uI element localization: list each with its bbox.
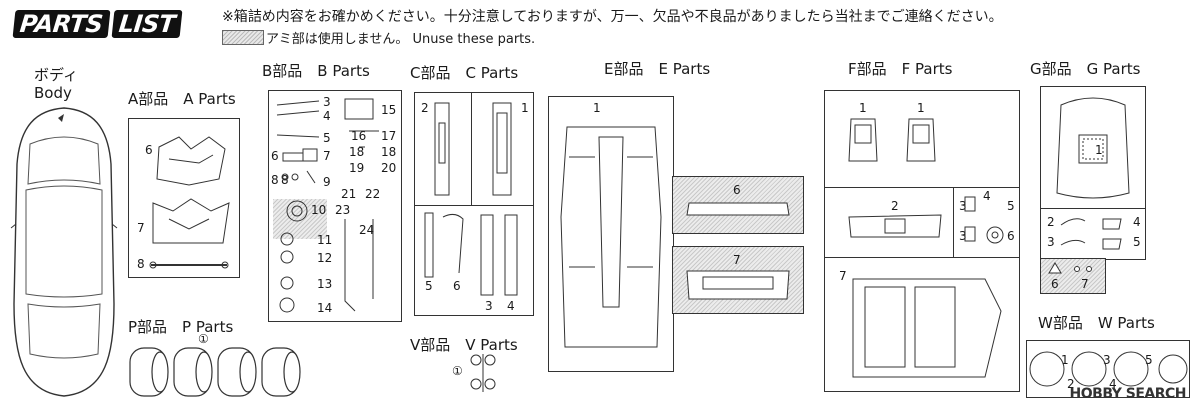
w-wheels-drawing: [1029, 351, 1188, 387]
f-parts-drawing: [848, 118, 1004, 378]
v-parts-drawing: [470, 354, 496, 392]
e-part-7-frame: 7: [672, 246, 804, 314]
w-parts-label: W部品 W Parts: [1038, 314, 1155, 332]
hatch-legend-swatch: [222, 30, 264, 45]
body-label-ja: ボディ: [34, 66, 78, 84]
b-unused-area: [273, 199, 327, 239]
f-parts-label: F部品 F Parts: [848, 60, 953, 78]
g-parts-frame-unused: 6 7: [1040, 258, 1106, 294]
a-parts-frame: 6 7 8: [128, 118, 240, 278]
b-parts-drawing: [276, 98, 379, 313]
car-body-drawing: [10, 107, 118, 397]
b-parts-frame: 3 4 5 6 7 8 8 9 10 11 12 13 14 15 16 17 …: [268, 90, 402, 322]
g-parts-frame-lights: 2 3 4 5: [1040, 208, 1146, 260]
body-label-en: Body: [34, 84, 72, 102]
w-parts-frame: 1 2 3 4 5: [1026, 340, 1190, 398]
v-parts-marker: ①: [452, 364, 463, 378]
a-parts-drawing: [149, 136, 230, 269]
c-parts-drawing: [424, 102, 518, 296]
p-parts-label: P部品 P Parts: [128, 318, 234, 336]
p-parts-marker: ①: [198, 332, 209, 346]
g-parts-frame-roof: 1: [1040, 86, 1146, 210]
g-parts-label: G部品 G Parts: [1030, 60, 1141, 78]
notice-text: ※箱詰め内容をお確かめください。十分注意しておりますが、万一、欠品や不良品があり…: [222, 9, 1003, 25]
f-parts-frame: 1 1 2 3 3 4 5 6 7: [824, 90, 1020, 392]
tires-drawing: [129, 347, 301, 397]
e-parts-label: E部品 E Parts: [604, 60, 711, 78]
unused-parts-note: アミ部は使用しません。 Unuse these parts.: [266, 32, 536, 47]
e-floor-drawing: [560, 126, 662, 348]
v-parts-label: V部品 V Parts: [410, 336, 518, 354]
watermark: HOBBY SEARCH: [1069, 386, 1187, 402]
e-part-6-frame: 6: [672, 176, 804, 234]
e-parts-frame: 1: [548, 96, 674, 372]
c-parts-frame: 2 1 5 6 3 4: [414, 92, 534, 316]
c-parts-label: C部品 C Parts: [410, 64, 519, 82]
g-roof-drawing: [1056, 97, 1130, 199]
a-parts-label: A部品 A Parts: [128, 90, 236, 108]
b-parts-label: B部品 B Parts: [262, 62, 370, 80]
